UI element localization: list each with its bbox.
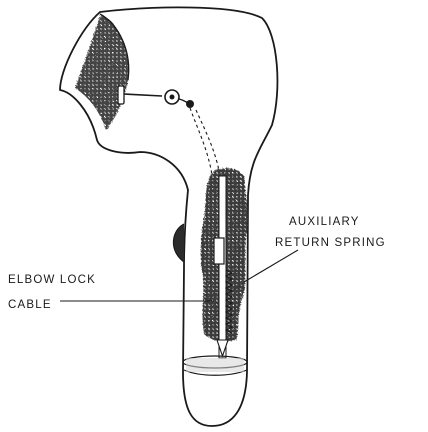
label-return-spring: RETURN SPRING <box>275 236 386 250</box>
label-elbow-lock: ELBOW LOCK <box>8 273 96 287</box>
leader-line-spring <box>244 250 298 282</box>
forearm-end-tint <box>186 358 244 372</box>
elbow-hinge-bump <box>173 224 184 262</box>
label-cable: CABLE <box>8 298 52 312</box>
label-auxiliary: AUXILIARY <box>289 215 360 229</box>
